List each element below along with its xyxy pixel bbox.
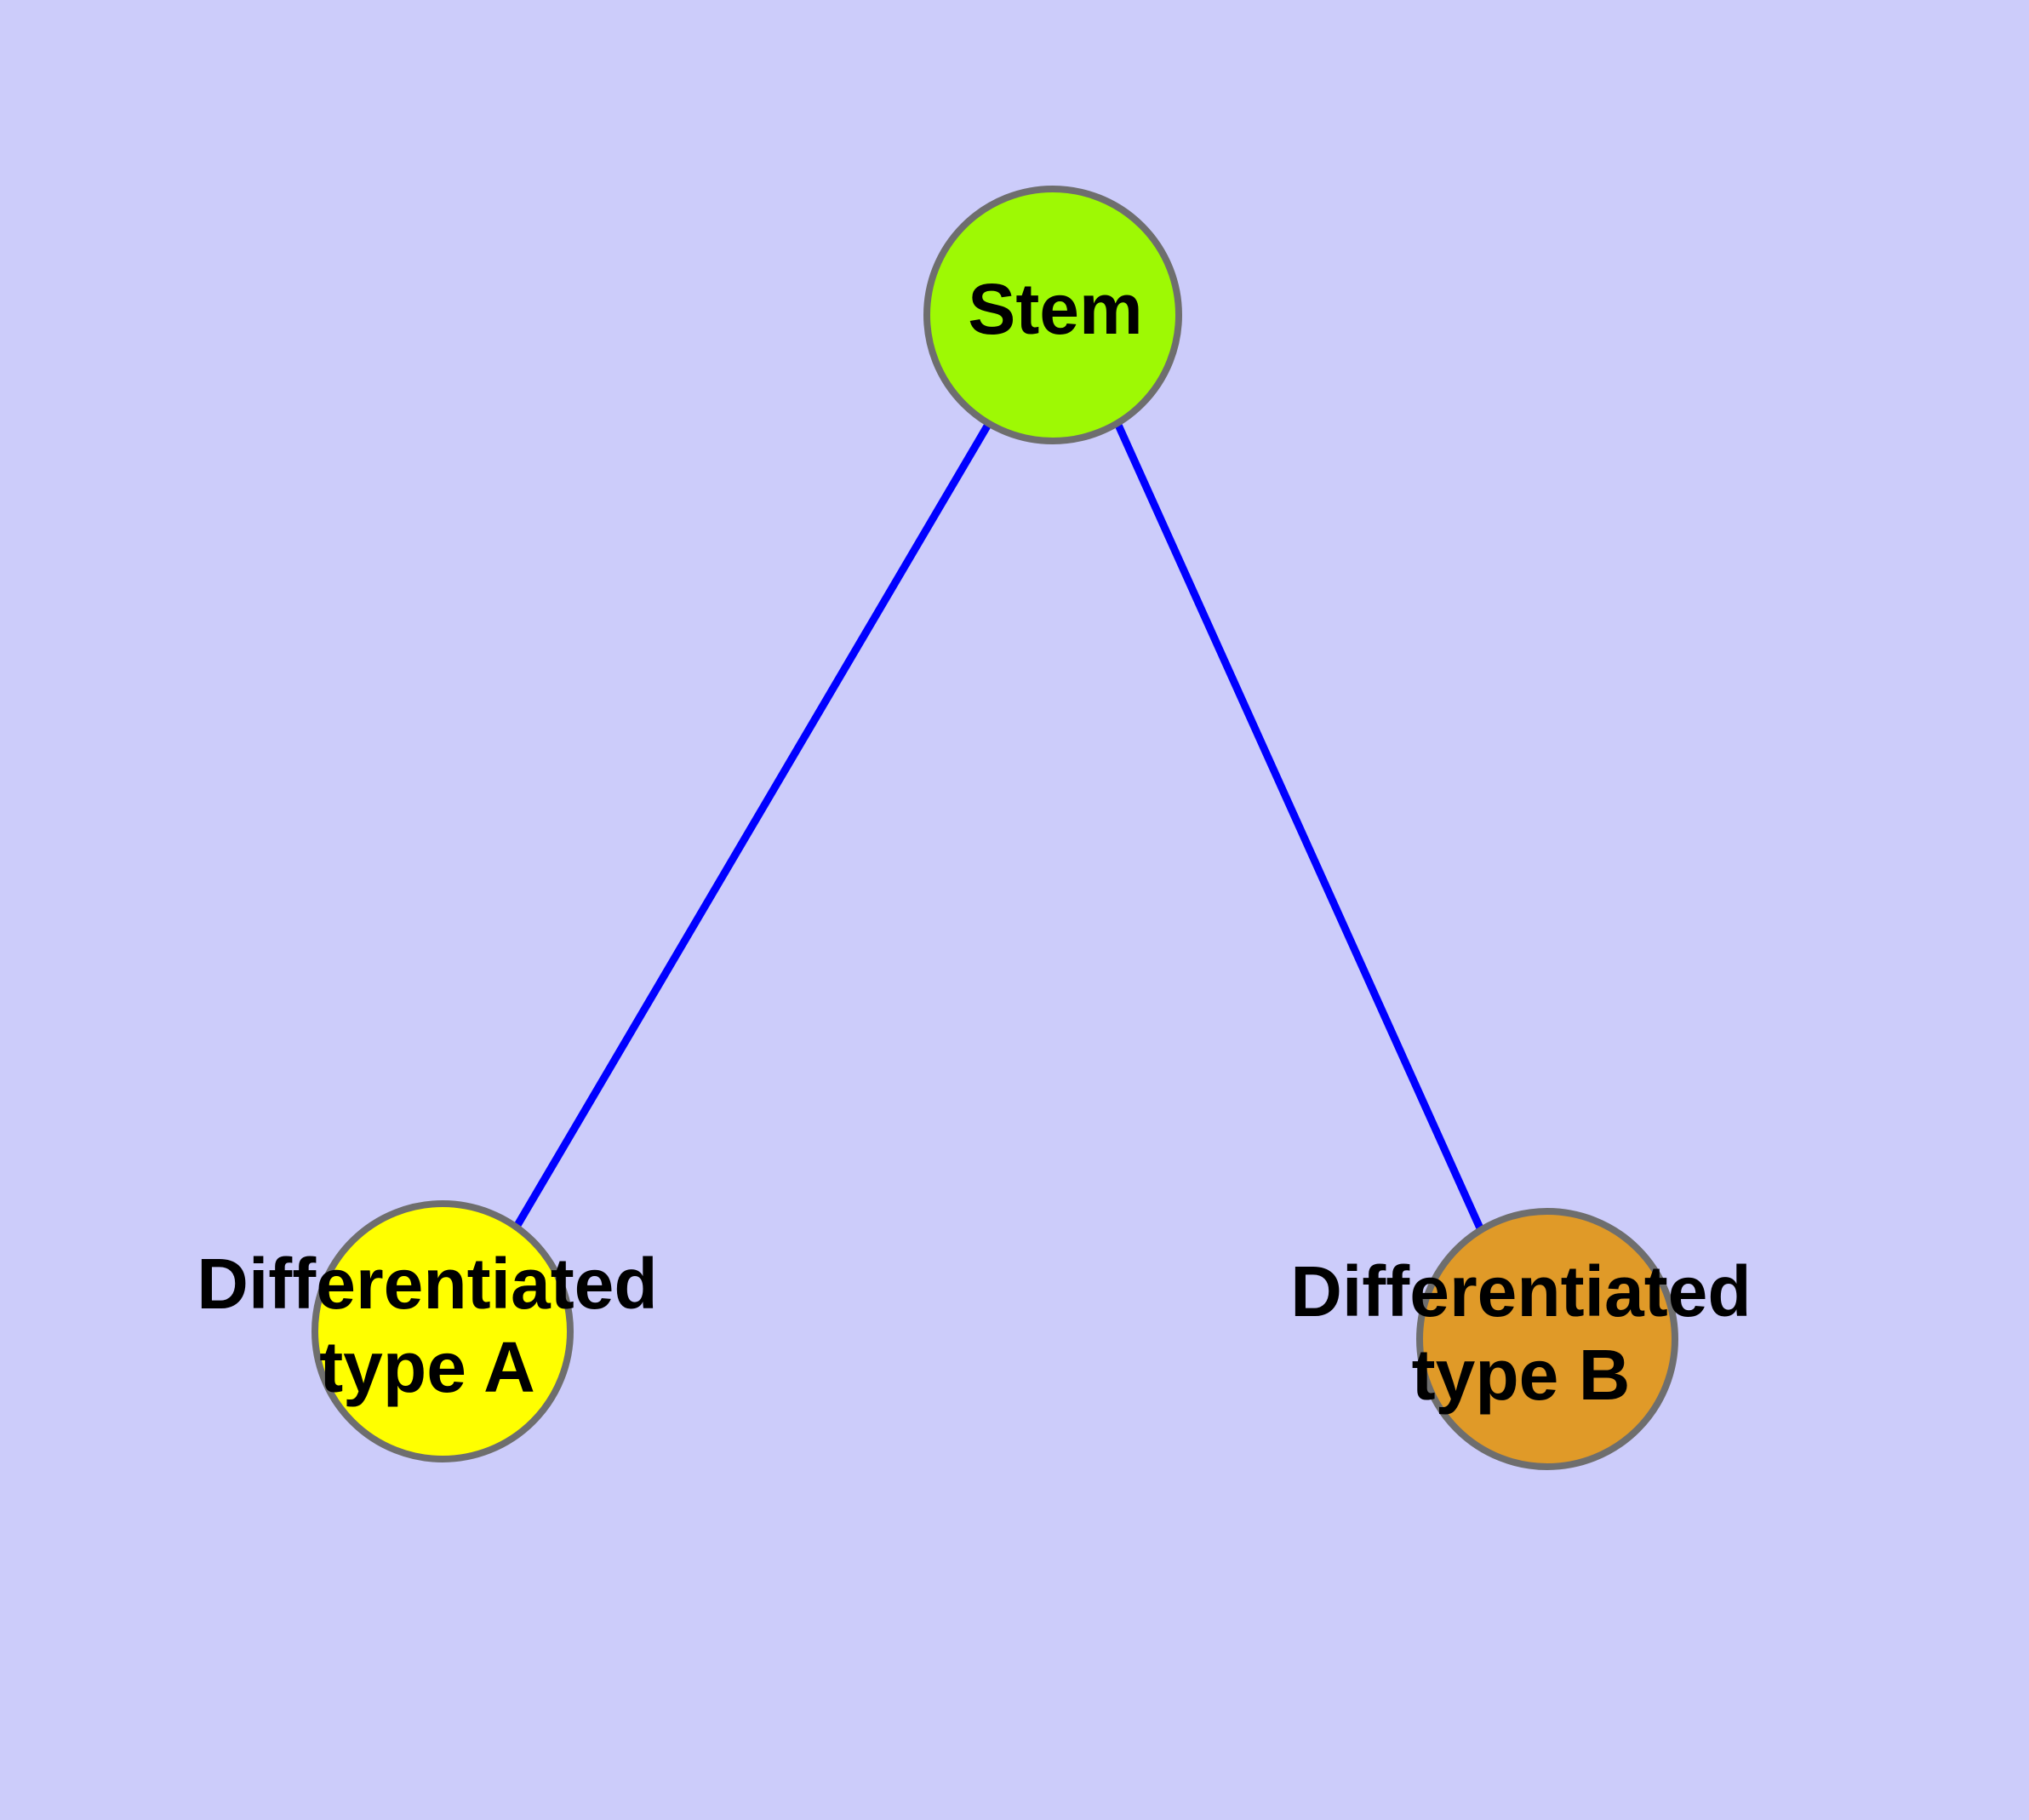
node-differentiated-type-a[interactable] bbox=[311, 1200, 574, 1462]
node-label-stem: Stem bbox=[968, 269, 1142, 349]
edge-stem-to-differentiated-type-a[interactable] bbox=[513, 421, 992, 1229]
node-differentiated-type-b[interactable] bbox=[1416, 1208, 1678, 1470]
node-label-line: type B bbox=[1412, 1335, 1631, 1415]
nodes-group bbox=[311, 186, 1678, 1470]
edge-stem-to-differentiated-type-b[interactable] bbox=[1113, 421, 1485, 1232]
node-label-line: Differentiated bbox=[1290, 1251, 1751, 1331]
node-label-line: type A bbox=[319, 1327, 535, 1407]
edges-group bbox=[513, 421, 1485, 1232]
node-label-line: Differentiated bbox=[197, 1244, 657, 1324]
node-stem[interactable] bbox=[923, 186, 1182, 444]
node-label-line: Stem bbox=[968, 269, 1142, 349]
